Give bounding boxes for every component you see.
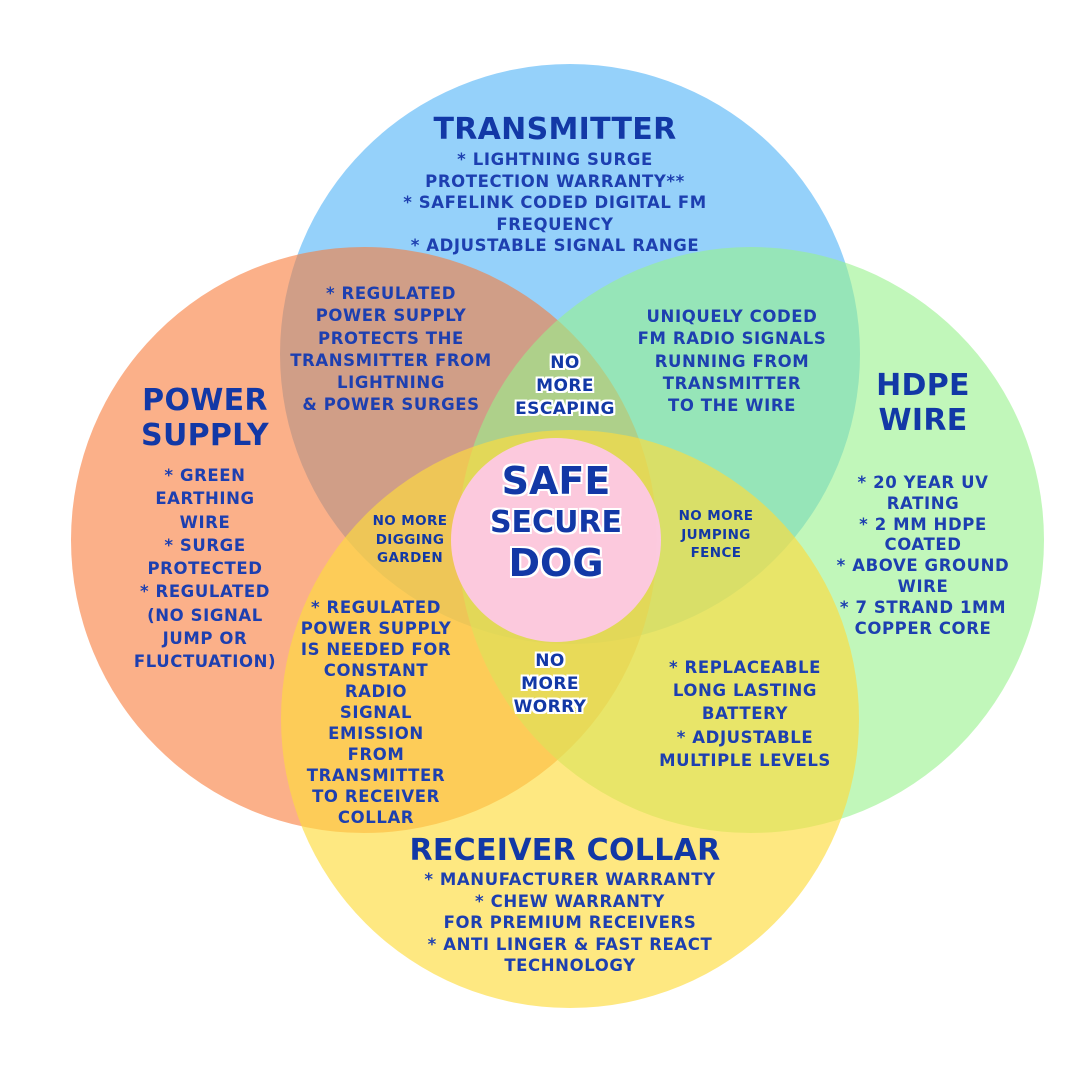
overlap-line: MORE bbox=[521, 674, 579, 694]
center-line: SECURE bbox=[489, 505, 623, 540]
overlap-line: POWER SUPPLY bbox=[300, 618, 452, 638]
overlap-transmitter-power: * REGULATED POWER SUPPLY PROTECTS THE TR… bbox=[286, 283, 496, 417]
overlap-line: JUMPING bbox=[681, 526, 751, 543]
title-line: SUPPLY bbox=[141, 418, 269, 453]
feature-line: TECHNOLOGY bbox=[504, 956, 636, 975]
overlap-line: NO bbox=[535, 651, 565, 671]
center-label: SAFE SECURE DOG bbox=[466, 461, 646, 584]
feature-line: * REGULATED bbox=[139, 582, 271, 602]
overlap-line: LIGHTNING bbox=[337, 373, 445, 393]
overlap-line: CONSTANT bbox=[323, 660, 429, 680]
overlap-line: DIGGING bbox=[375, 531, 445, 548]
transmitter-title: TRANSMITTER bbox=[433, 112, 677, 147]
receiver-collar-circle bbox=[281, 430, 859, 1008]
overlap-line: SIGNAL bbox=[339, 702, 413, 722]
overlap-line: TO THE WIRE bbox=[667, 396, 797, 416]
overlap-line: COLLAR bbox=[337, 807, 415, 827]
overlap-line: * ADJUSTABLE bbox=[676, 727, 814, 747]
overlap-line: FM RADIO SIGNALS bbox=[637, 329, 827, 349]
feature-line: (NO SIGNAL bbox=[147, 605, 263, 625]
overlap-line: BATTERY bbox=[701, 704, 789, 724]
feature-line: FLUCTUATION) bbox=[133, 652, 277, 672]
feature-line: RATING bbox=[886, 493, 960, 513]
feature-line: * CHEW WARRANTY bbox=[475, 891, 665, 911]
overlap-line: * REGULATED bbox=[325, 284, 457, 303]
hdpe-wire-features: * 20 YEAR UV RATING * 2 MM HDPE COATED *… bbox=[828, 473, 1018, 639]
feature-line: * LIGHTNING SURGE bbox=[457, 150, 653, 169]
feature-line: FREQUENCY bbox=[496, 214, 614, 234]
feature-line: * ABOVE GROUND bbox=[836, 556, 1010, 576]
power-supply-features: * GREEN EARTHING WIRE * SURGE PROTECTED … bbox=[110, 464, 300, 674]
center-region bbox=[451, 438, 661, 642]
overlap-no-more-digging: NO MORE DIGGING GARDEN bbox=[358, 512, 462, 568]
title-line: POWER bbox=[142, 383, 268, 418]
feature-line: WIRE bbox=[897, 576, 949, 596]
hdpe-wire-title: HDPE WIRE bbox=[845, 368, 1001, 438]
feature-line: * 7 STRAND 1MM bbox=[839, 597, 1007, 617]
overlap-line: TRANSMITTER bbox=[306, 765, 446, 785]
overlap-line: GARDEN bbox=[376, 550, 444, 566]
overlap-line: & POWER SURGES bbox=[302, 395, 480, 415]
overlap-no-more-worry: NO MORE WORRY bbox=[500, 650, 600, 719]
overlap-no-more-escaping: NO MORE ESCAPING bbox=[500, 352, 630, 421]
overlap-line: EMISSION bbox=[328, 723, 424, 743]
power-supply-title: POWER SUPPLY bbox=[110, 383, 300, 453]
feature-line: FOR PREMIUM RECEIVERS bbox=[443, 913, 697, 932]
overlap-line: LONG LASTING bbox=[672, 681, 818, 701]
feature-line: * 20 YEAR UV bbox=[857, 473, 989, 492]
feature-line: * 2 MM HDPE bbox=[859, 514, 987, 534]
overlap-line: RADIO bbox=[344, 681, 408, 701]
overlap-line: TRANSMITTER bbox=[662, 373, 802, 393]
feature-line: PROTECTED bbox=[147, 559, 263, 579]
overlap-line: MULTIPLE LEVELS bbox=[659, 750, 831, 770]
overlap-no-more-jumping: NO MORE JUMPING FENCE bbox=[664, 507, 768, 563]
overlap-line: MORE bbox=[536, 376, 594, 396]
overlap-line: WORRY bbox=[513, 697, 587, 717]
feature-line: * ANTI LINGER & FAST REACT bbox=[427, 934, 713, 954]
center-line: DOG bbox=[508, 541, 604, 585]
overlap-power-receiver: * REGULATED POWER SUPPLY IS NEEDED FOR C… bbox=[293, 598, 459, 828]
receiver-collar-features: * MANUFACTURER WARRANTY * CHEW WARRANTY … bbox=[395, 869, 745, 977]
transmitter-features: * LIGHTNING SURGE PROTECTION WARRANTY** … bbox=[380, 149, 730, 257]
overlap-line: FENCE bbox=[690, 545, 742, 561]
overlap-line: RUNNING FROM bbox=[654, 351, 810, 371]
feature-line: COPPER CORE bbox=[854, 618, 992, 638]
overlap-line: FROM bbox=[347, 744, 405, 764]
overlap-line: TO RECEIVER bbox=[312, 786, 440, 806]
title-line: WIRE bbox=[878, 403, 968, 438]
feature-line: * SAFELINK CODED DIGITAL FM bbox=[403, 193, 707, 212]
feature-line: EARTHING bbox=[155, 489, 255, 509]
feature-line: * SURGE bbox=[164, 535, 246, 555]
receiver-collar-title: RECEIVER COLLAR bbox=[409, 833, 721, 868]
overlap-line: NO MORE bbox=[678, 508, 754, 524]
overlap-line: TRANSMITTER FROM bbox=[290, 350, 492, 370]
feature-line: PROTECTION WARRANTY** bbox=[425, 171, 685, 191]
feature-line: WIRE bbox=[179, 512, 231, 532]
overlap-transmitter-hdpe: UNIQUELY CODED FM RADIO SIGNALS RUNNING … bbox=[630, 306, 834, 417]
overlap-hdpe-receiver: * REPLACEABLE LONG LASTING BATTERY * ADJ… bbox=[640, 656, 850, 772]
feature-line: * GREEN bbox=[164, 466, 246, 485]
overlap-line: ESCAPING bbox=[515, 399, 615, 419]
overlap-line: UNIQUELY CODED bbox=[646, 307, 818, 326]
title-line: HDPE bbox=[876, 368, 970, 403]
overlap-line: * REPLACEABLE bbox=[668, 658, 822, 677]
overlap-line: PROTECTS THE bbox=[318, 328, 464, 348]
feature-line: * ADJUSTABLE SIGNAL RANGE bbox=[410, 236, 700, 255]
overlap-line: NO bbox=[550, 353, 580, 373]
overlap-line: NO MORE bbox=[372, 513, 448, 529]
overlap-line: POWER SUPPLY bbox=[315, 306, 467, 326]
feature-line: COATED bbox=[884, 535, 962, 555]
feature-line: JUMP OR bbox=[162, 629, 248, 649]
overlap-line: IS NEEDED FOR bbox=[300, 639, 452, 659]
center-line: SAFE bbox=[501, 459, 611, 503]
overlap-line: * REGULATED bbox=[310, 598, 442, 617]
feature-line: * MANUFACTURER WARRANTY bbox=[424, 870, 716, 889]
